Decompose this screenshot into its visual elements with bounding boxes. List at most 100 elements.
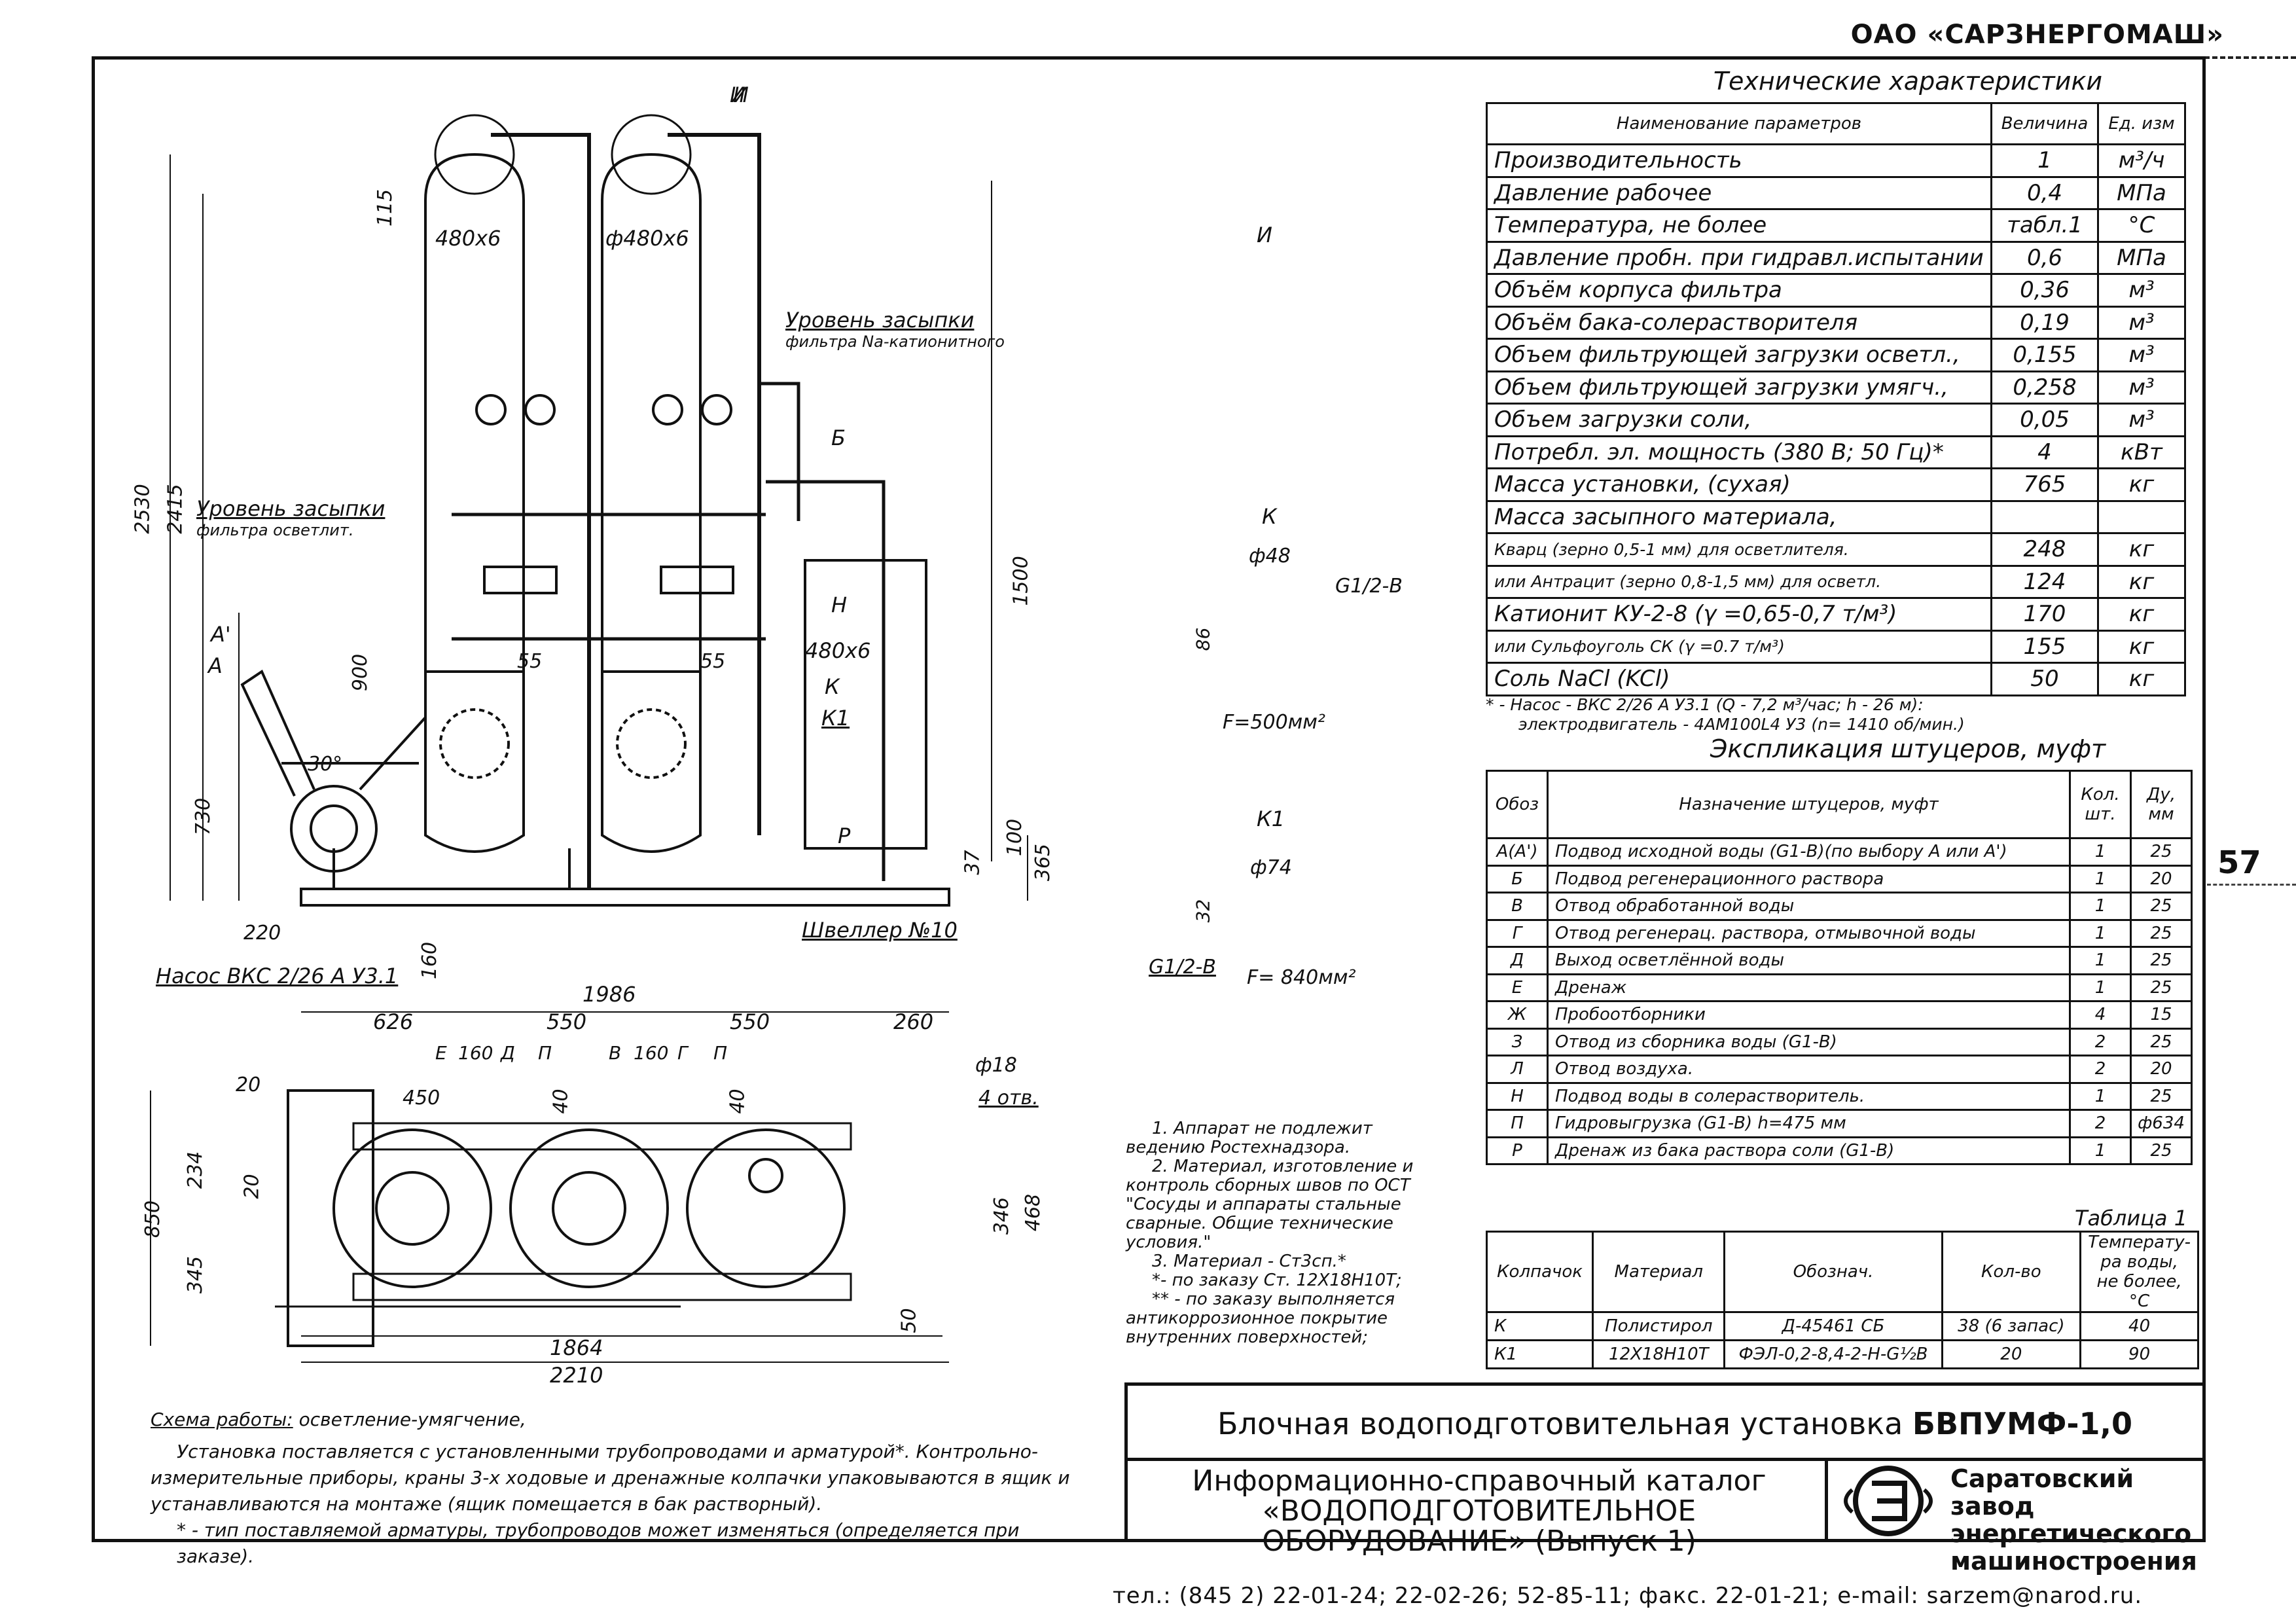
detail-K-area: F=500мм² xyxy=(1223,711,1325,734)
angle-30: 30° xyxy=(308,753,343,776)
expl-table: Обоз Назначение штуцеров, муфт Кол. шт. … xyxy=(1486,770,2193,1165)
t1-qty: 38 (6 запас) xyxy=(1941,1311,2082,1341)
scheme-label: Схема работы: xyxy=(151,1409,293,1430)
tech-name: Потребл. эл. мощность (380 В; 50 Гц)* xyxy=(1486,435,1992,469)
tech-value: 0,05 xyxy=(1990,403,2099,437)
expl-desc: Отвод регенерац. раствора, отмывочной во… xyxy=(1547,918,2071,948)
t1-material: Полистирол xyxy=(1592,1311,1726,1341)
install-line: * - тип поставляемой арматуры, трубопров… xyxy=(177,1519,1020,1567)
table-row: Масса засыпного материала, xyxy=(1486,499,2186,534)
note-line: контроль сборных швов по ОСТ xyxy=(1126,1176,1410,1195)
tech-header-unit: Ед. изм xyxy=(2097,102,2186,145)
note-line: 2. Материал, изготовление и xyxy=(1152,1157,1414,1176)
label-N: Н xyxy=(831,592,848,617)
t1-temp: 40 xyxy=(2079,1311,2199,1341)
tech-value: 0,19 xyxy=(1990,305,2099,340)
tech-value: 0,258 xyxy=(1990,370,2099,405)
expl-dn: 25 xyxy=(2130,973,2193,1002)
pump xyxy=(290,785,378,873)
label-A1: А' xyxy=(211,622,231,647)
expl-qty: 1 xyxy=(2069,864,2132,893)
tech-name: Кварц (зерно 0,5-1 мм) для осветлителя. xyxy=(1486,532,1992,567)
manhole-na xyxy=(616,708,687,779)
tech-unit: МПа xyxy=(2097,240,2186,275)
salt-tank xyxy=(804,559,927,850)
tech-header-name: Наименование параметров xyxy=(1486,102,1992,145)
holes-label: 4 отв. xyxy=(978,1087,1039,1110)
note-line: условия." xyxy=(1126,1233,1211,1252)
expl-desc: Дренаж из бака раствора соли (G1-В) xyxy=(1547,1136,2071,1165)
detail-I-title: И xyxy=(1257,223,1272,247)
title-block-product xyxy=(1124,1382,2206,1461)
title-block-catalog xyxy=(1124,1458,2206,1542)
t1-header-cap: Колпачок xyxy=(1485,1231,1594,1313)
plan-salt-tank xyxy=(686,1128,846,1288)
expl-desc: Отвод воздуха. xyxy=(1547,1055,2071,1084)
dim-50: 50 xyxy=(897,1308,921,1333)
expl-qty: 2 xyxy=(2069,1109,2132,1138)
tech-unit: кг xyxy=(2097,662,2186,696)
tech-value: 50 xyxy=(1990,662,2099,696)
label-P2: П xyxy=(713,1042,728,1064)
expl-qty: 1 xyxy=(2069,918,2132,948)
dim-345: 345 xyxy=(184,1255,207,1294)
dim-55-a: 55 xyxy=(517,650,543,673)
dim-1864: 1864 xyxy=(550,1335,603,1360)
install-line: измерительные приборы, краны 3-х ходовые… xyxy=(151,1467,1070,1489)
expl-dn: 25 xyxy=(2130,1027,2193,1056)
expl-code: Р xyxy=(1486,1136,1549,1165)
dim-160-b: 160 xyxy=(634,1042,669,1064)
expl-code: Л xyxy=(1486,1055,1549,1084)
note-line: ** - по заказу выполняется xyxy=(1152,1290,1395,1309)
label-K: К xyxy=(825,674,840,699)
expl-desc: Дренаж xyxy=(1547,973,2071,1002)
dim-d18: ф18 xyxy=(975,1054,1017,1077)
detail-K-d48: ф48 xyxy=(1249,545,1291,568)
label-I-2: И xyxy=(733,82,749,107)
table-row: А(А')Подвод исходной воды (G1-В)(по выбо… xyxy=(1486,837,2193,867)
level-na-label-2: фильтра Na-катионитного xyxy=(785,333,1005,351)
expl-code: Б xyxy=(1486,864,1549,893)
plant-name: Саратовский завод энергетического машино… xyxy=(1950,1465,2206,1575)
tech-name: Давление пробн. при гидравл.испытании xyxy=(1486,240,1992,275)
dim-450: 450 xyxy=(403,1087,440,1110)
tech-name: Объем загрузки соли, xyxy=(1486,403,1992,437)
expl-desc: Отвод обработанной воды xyxy=(1547,892,2071,921)
label-G: Г xyxy=(677,1042,688,1064)
label-D: Д xyxy=(501,1042,515,1064)
level-na-label-1: Уровень засыпки xyxy=(785,308,975,333)
expl-header-dn: Ду, мм xyxy=(2130,770,2193,839)
tech-name: Температура, не более xyxy=(1486,208,1992,243)
tech-unit: м³ xyxy=(2097,370,2186,405)
page-tick xyxy=(2207,884,2296,886)
expl-dn: ф634 xyxy=(2130,1109,2193,1138)
dim-1986: 1986 xyxy=(583,982,636,1007)
dim-730: 730 xyxy=(192,797,215,836)
tech-value xyxy=(1990,499,2099,534)
plant-logo-icon xyxy=(1844,1466,1933,1536)
expl-qty: 1 xyxy=(2069,973,2132,1002)
expl-dn: 25 xyxy=(2130,946,2193,975)
catalog-line: ОБОРУДОВАНИЕ» (Выпуск 1) xyxy=(1262,1525,1696,1558)
t1-material: 12Х18Н10Т xyxy=(1592,1339,1726,1369)
tech-value: 248 xyxy=(1990,532,2099,567)
expl-desc: Гидровыгрузка (G1-В) h=475 мм xyxy=(1547,1109,2071,1138)
scheme-of-work: Схема работы: осветление-умягчение, xyxy=(151,1409,526,1430)
tech-value: 124 xyxy=(1990,564,2099,599)
engineering-drawing xyxy=(150,114,1028,1363)
expl-dn: 25 xyxy=(2130,837,2193,867)
dim-2530: 2530 xyxy=(131,484,154,534)
product-model: БВПУМФ-1,0 xyxy=(1912,1406,2132,1441)
tech-unit: м³ xyxy=(2097,305,2186,340)
tech-name: Объем фильтрующей загрузки умягч., xyxy=(1486,370,1992,405)
